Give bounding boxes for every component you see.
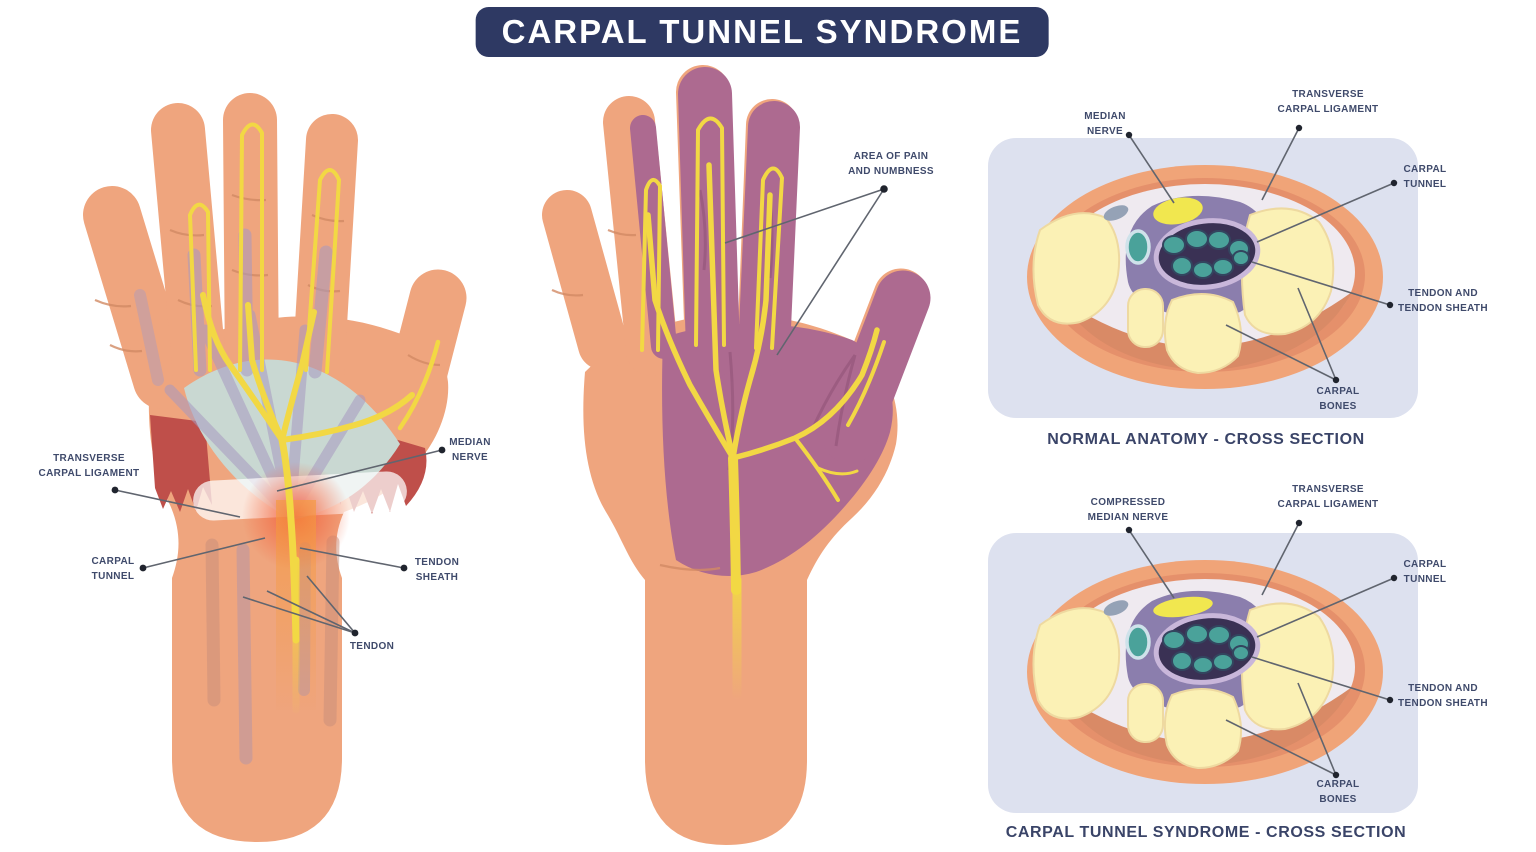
label-area-of-pain: AREA OF PAIN AND NUMBNESS	[848, 151, 934, 177]
hypothenar-muscle	[150, 415, 212, 512]
page-title: CARPAL TUNNEL SYNDROME	[475, 7, 1049, 57]
xs-syndrome-label-transverse-carpal-ligament: TRANSVERSE CARPAL LIGAMENT	[1277, 484, 1379, 510]
caption-normal-anatomy: NORMAL ANATOMY - CROSS SECTION	[1047, 431, 1365, 448]
pain-distribution-hand-illustration	[542, 65, 931, 845]
xs-normal-label-median-nerve: MEDIAN NERVE	[1084, 111, 1126, 137]
xs-normal-label-tendon-and-sheath: TENDON AND TENDON SHEATH	[1398, 288, 1488, 314]
median-nerve-compressed	[1153, 596, 1213, 618]
label-tendon: TENDON	[349, 641, 395, 652]
xs-normal-label-transverse-carpal-ligament: TRANSVERSE CARPAL LIGAMENT	[1277, 89, 1379, 115]
xs-syndrome-label-compressed-median-nerve: COMPRESSED MEDIAN NERVE	[1087, 497, 1169, 523]
label-transverse-carpal-ligament: TRANSVERSE CARPAL LIGAMENT	[38, 453, 140, 479]
xs-syndrome-label-tendon-and-sheath: TENDON AND TENDON SHEATH	[1398, 683, 1488, 709]
median-nerve-path-2	[640, 116, 886, 700]
median-nerve-path	[188, 122, 441, 714]
label-carpal-tunnel: CARPAL TUNNEL	[91, 556, 135, 582]
xs-syndrome-label-carpal-tunnel: CARPAL TUNNEL	[1403, 559, 1447, 585]
label-tendon-sheath: TENDON SHEATH	[414, 557, 460, 583]
cross-section-normal-illustration	[1027, 165, 1383, 389]
label-median-nerve: MEDIAN NERVE	[449, 437, 491, 463]
median-nerve-normal	[1153, 197, 1203, 225]
xs-normal-label-carpal-bones: CARPAL BONES	[1316, 386, 1360, 412]
xs-syndrome-label-carpal-bones: CARPAL BONES	[1316, 779, 1360, 805]
left-hand-anatomy-illustration	[83, 93, 467, 842]
leader-lines	[114, 127, 1395, 776]
flexor-tendons	[134, 228, 366, 521]
xs-normal-label-carpal-tunnel: CARPAL TUNNEL	[1403, 164, 1447, 190]
caption-syndrome: CARPAL TUNNEL SYNDROME - CROSS SECTION	[1005, 824, 1407, 841]
cross-section-syndrome-illustration	[1027, 560, 1383, 784]
leader-dots	[111, 124, 1398, 779]
